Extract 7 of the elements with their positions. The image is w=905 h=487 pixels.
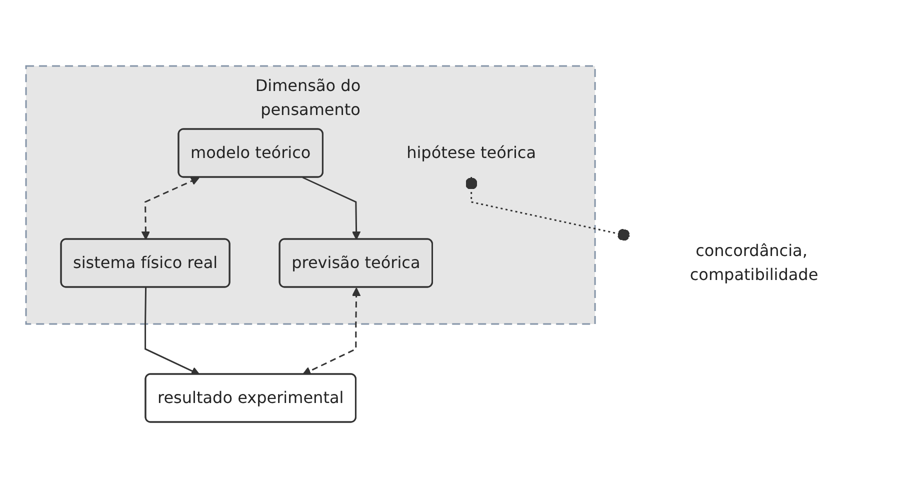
- node-text: hipótese teórica: [407, 142, 537, 162]
- node-text: concordância, compatibilidade: [690, 240, 819, 284]
- arrow: [145, 286, 200, 375]
- arrow: [142, 176, 200, 240]
- arrow: [302, 176, 362, 240]
- arrow: [302, 287, 362, 375]
- connector: [466, 176, 631, 240]
